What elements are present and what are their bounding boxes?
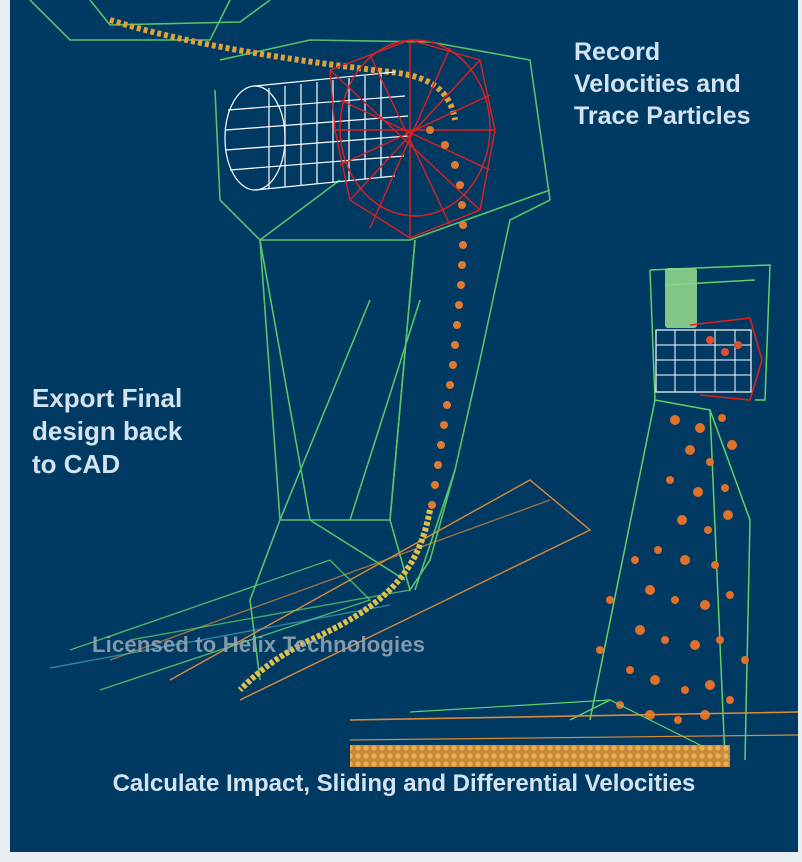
export-cad-caption: Export Final design back to CAD (32, 382, 182, 481)
upper-particle-stream (109, 17, 458, 121)
right-particle-cloud (596, 414, 749, 724)
right-chute-wireframe (569, 264, 771, 761)
white-drum-mesh (224, 71, 409, 191)
bottom-conveyor (349, 699, 798, 767)
export-caption-line: design back (32, 416, 183, 446)
right-drum (655, 317, 763, 401)
record-velocities-caption: Record Velocities and Trace Particles (574, 36, 751, 132)
simulation-panel: Licensed to Helix Technologies Record Ve… (10, 0, 798, 852)
record-caption-line: Record (574, 38, 661, 66)
export-caption-line: to CAD (32, 449, 121, 479)
export-caption-line: Export Final (32, 383, 183, 413)
falling-particle-trace (237, 126, 467, 693)
dem-simulation-render (29, 0, 798, 767)
calculate-impact-caption: Calculate Impact, Sliding and Differenti… (112, 770, 696, 797)
record-caption-line: Trace Particles (574, 102, 751, 130)
red-drum-mesh (329, 39, 496, 239)
right-hopper-particles (665, 268, 697, 328)
lower-belt-lines (49, 479, 592, 701)
left-chute-wireframe (29, 0, 551, 681)
license-watermark: Licensed to Helix Technologies (92, 632, 426, 657)
record-caption-line: Velocities and (574, 70, 741, 98)
